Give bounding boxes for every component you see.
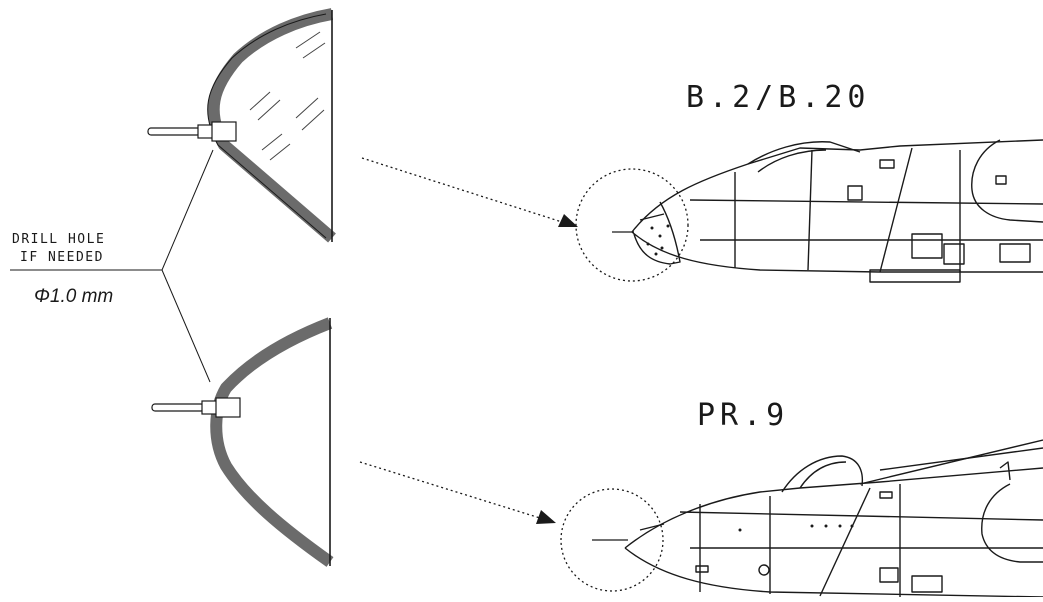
- aircraft-drawing-pr9: [624, 439, 1043, 598]
- aircraft-drawing-b2: [631, 139, 1043, 283]
- sensor-probe-bottom: [151, 397, 241, 418]
- focus-circle-bottom: [560, 488, 664, 592]
- nose-rivets-top: [646, 224, 670, 256]
- drill-hole-note-line1: DRILL HOLE: [12, 232, 106, 247]
- nose-rivets-bottom: [738, 524, 854, 532]
- variant-label-pr9: PR.9: [697, 398, 790, 433]
- pointer-arrow-top: [361, 157, 578, 227]
- drill-hole-note-line2: IF NEEDED: [20, 250, 104, 265]
- focus-circle-top: [575, 168, 689, 282]
- nose-glazing-bottom: [210, 317, 334, 567]
- variant-label-b2-b20: B.2/B.20: [686, 80, 871, 115]
- drill-diameter-label: Φ1.0 mm: [34, 286, 114, 307]
- glass-reflection-marks: [249, 31, 326, 161]
- callout-leaders: [10, 149, 214, 383]
- sensor-probe-top: [147, 121, 237, 142]
- pointer-arrow-bottom: [359, 461, 556, 524]
